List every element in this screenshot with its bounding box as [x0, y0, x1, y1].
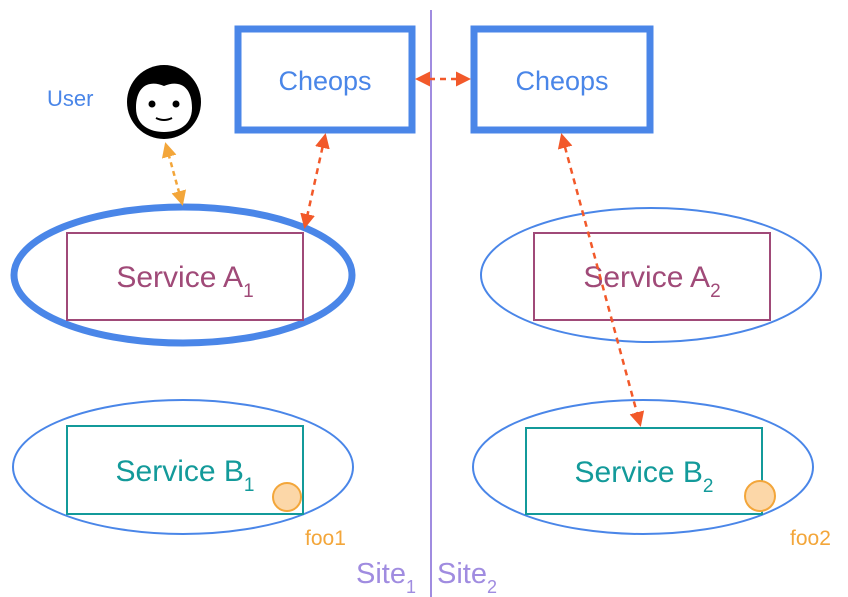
cheops-left-label: Cheops — [278, 66, 371, 96]
site1-subscript: 1 — [406, 577, 416, 597]
service-b2-subscript: 2 — [703, 476, 714, 497]
arrow-user-to-service-a1 — [161, 142, 187, 206]
service-a1-ellipse — [10, 203, 356, 347]
service-a1-label: Service A1 — [116, 261, 253, 302]
service-a1-subscript: 1 — [243, 281, 254, 302]
foo1-label: foo1 — [305, 527, 346, 550]
site2-label: Site2 — [437, 558, 497, 597]
service-a2-label: Service A2 — [583, 261, 720, 302]
service-b2-box — [525, 427, 763, 515]
service-b1-ellipse — [12, 399, 354, 535]
service-a2-ellipse — [480, 207, 822, 343]
foo1-circle — [272, 482, 302, 512]
user-face-icon — [127, 65, 201, 139]
service-a1-box — [66, 232, 304, 321]
user-label: User — [47, 86, 93, 111]
cheops-left-box — [234, 25, 416, 134]
service-b2-label: Service B2 — [575, 456, 714, 497]
service-b1-box — [66, 425, 304, 515]
service-a2-box — [533, 232, 771, 321]
foo2-circle — [744, 480, 776, 512]
service-b1-subscript: 1 — [244, 475, 255, 496]
cheops-right-label: Cheops — [515, 66, 608, 96]
service-a2-subscript: 2 — [710, 281, 721, 302]
arrow-cheops-left-to-service-a1 — [300, 133, 330, 229]
site1-label: Site1 — [356, 558, 416, 597]
service-b1-label: Service B1 — [116, 455, 255, 496]
site2-subscript: 2 — [487, 577, 497, 597]
arrow-cheops-right-to-service-b2 — [557, 133, 645, 427]
foo2-label: foo2 — [790, 527, 831, 550]
cheops-right-box — [470, 25, 654, 134]
